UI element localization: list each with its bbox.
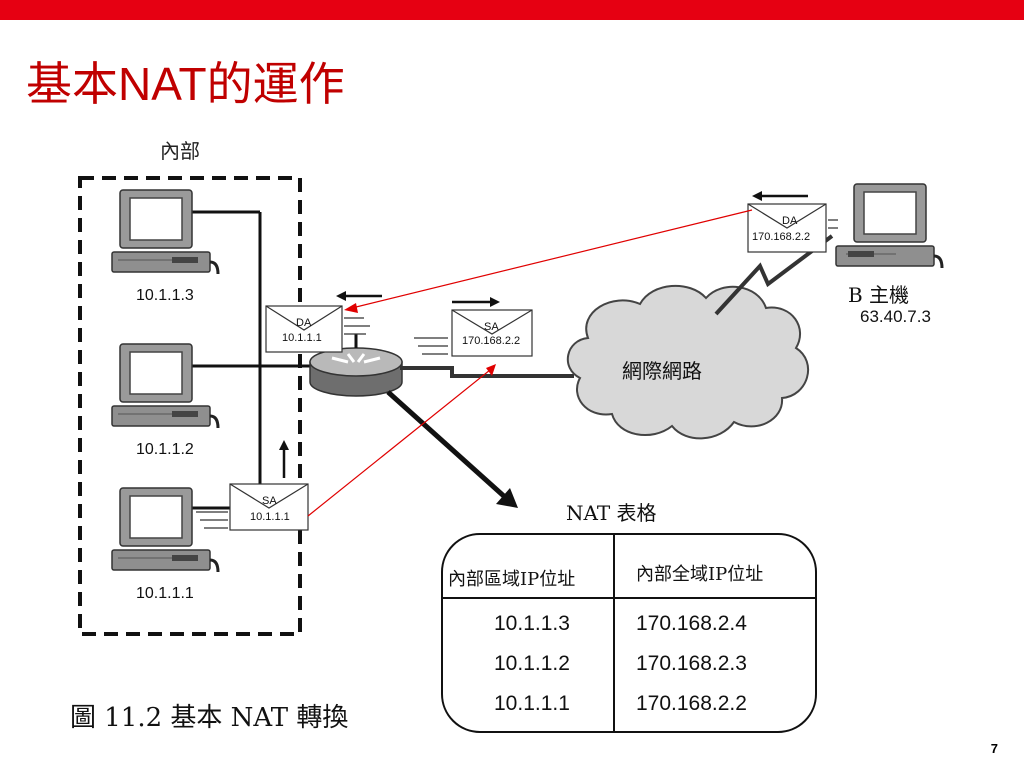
nat-table-title: NAT 表格 (566, 501, 657, 525)
packet-host-envelope (229, 483, 309, 531)
nat-row-1-local: 10.1.1.3 (494, 612, 570, 635)
nat-row-3-local: 10.1.1.1 (494, 692, 570, 715)
red-arrowhead-remote-to-router (344, 303, 358, 313)
slide-title: 基本NAT的運作 (26, 48, 345, 114)
red-arrow-host-to-wan (307, 369, 491, 517)
page-number: 7 (990, 741, 998, 756)
packet-router-arrowhead (336, 291, 346, 301)
nat-table-frame (441, 533, 817, 733)
packet-host-field: SA (262, 495, 277, 507)
packet-remote-arrowhead (752, 191, 762, 201)
nat-row-3-global: 170.168.2.2 (636, 692, 747, 715)
remote-link (714, 234, 834, 316)
internet-cloud (566, 285, 810, 440)
nat-col-header-inside-global: 內部全域IP位址 (636, 564, 763, 585)
host-ip-3: 10.1.1.1 (136, 585, 194, 602)
packet-wan-value: 170.168.2.2 (462, 335, 520, 347)
nat-col-header-inside-local: 內部區域IP位址 (448, 569, 575, 590)
packet-wan-envelope (451, 309, 533, 357)
packet-wan-arrowhead (490, 297, 500, 307)
remote-host-label: B 主機 (848, 283, 909, 307)
packet-router-envelope (265, 305, 343, 353)
inside-boundary (78, 176, 302, 636)
inside-label: 內部 (160, 139, 200, 163)
nat-row-2-local: 10.1.1.2 (494, 652, 570, 675)
packet-router-speedlines (344, 317, 370, 335)
packet-remote-speedlines (828, 219, 838, 229)
title-suffix: 的運作 (206, 57, 345, 111)
router-icon (309, 347, 403, 397)
packet-wan-field: SA (484, 321, 499, 333)
router-to-table-arrow (386, 390, 508, 500)
packet-remote-value: 170.168.2.2 (752, 231, 810, 243)
nat-table: 內部區域IP位址 內部全域IP位址 10.1.1.3 170.168.2.4 1… (441, 533, 817, 733)
top-accent-bar (0, 0, 1024, 20)
figure-caption: 圖 11.2 基本 NAT 轉換 (70, 703, 348, 733)
remote-host-computer (834, 182, 944, 270)
packet-remote-field: DA (782, 215, 798, 227)
nat-row-2-global: 170.168.2.3 (636, 652, 747, 675)
host-ip-1: 10.1.1.3 (136, 287, 194, 304)
internet-label: 網際網路 (622, 359, 702, 383)
packet-remote-envelope (747, 203, 827, 253)
title-prefix: 基本 (26, 57, 118, 111)
title-nat: NAT (118, 58, 207, 110)
red-arrow-remote-to-router (351, 209, 753, 309)
host-computer-3 (110, 486, 220, 574)
nat-row-1-global: 170.168.2.4 (636, 612, 747, 635)
packet-host-speedlines (196, 511, 228, 529)
wan-link (400, 366, 574, 378)
remote-host-ip: 63.40.7.3 (860, 307, 931, 326)
packet-host-value: 10.1.1.1 (250, 511, 290, 523)
packet-router-field: DA (296, 317, 312, 329)
packet-wan-speedlines (414, 337, 448, 355)
red-arrowhead-host-to-wan (486, 364, 496, 376)
host-computer-2 (110, 342, 220, 430)
red-annotation-arrows (307, 209, 753, 517)
host-ip-2: 10.1.1.2 (136, 441, 194, 458)
router-to-table-arrowhead (496, 488, 518, 508)
packet-router-value: 10.1.1.1 (282, 332, 322, 344)
host-computer-1 (110, 188, 220, 276)
packet-host-arrowhead (279, 440, 289, 450)
